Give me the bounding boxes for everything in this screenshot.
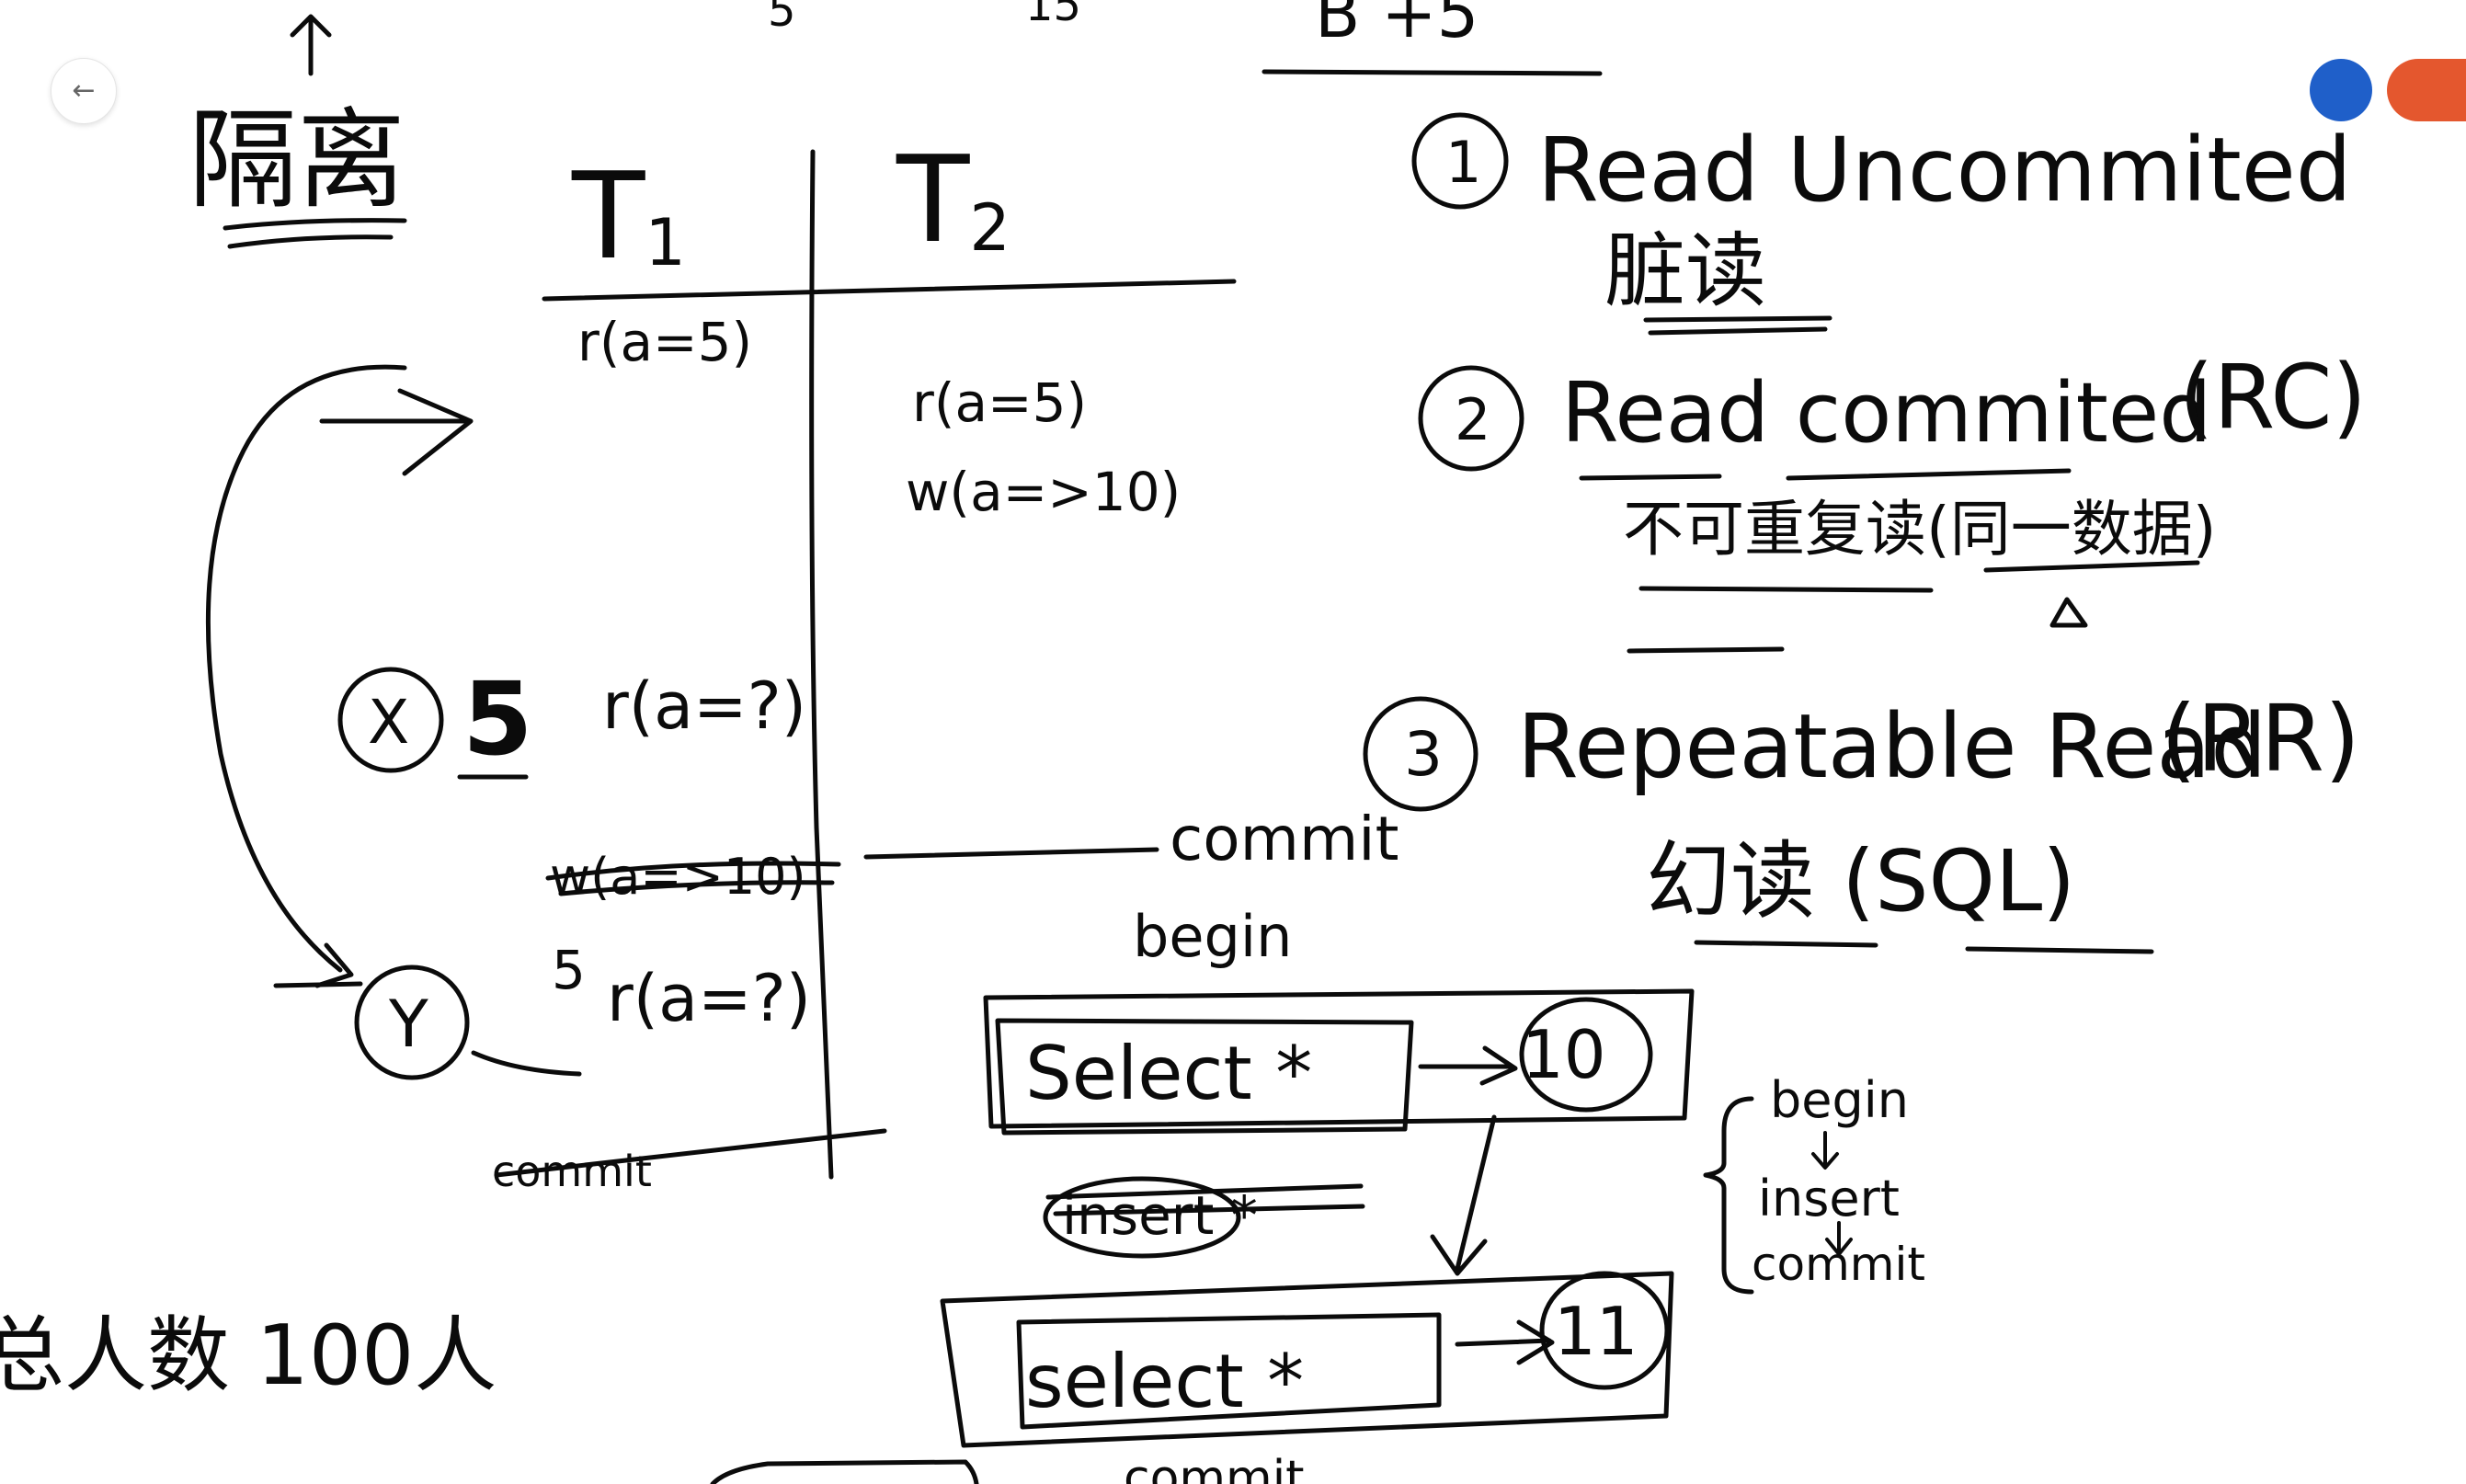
- insert-strikethrough: [1045, 1183, 1365, 1216]
- t1-op-read: r(a=5): [577, 311, 752, 373]
- select-bottom-result-circle: [1539, 1271, 1670, 1390]
- t1-op-read-repeat: r(a=?): [602, 668, 806, 744]
- participant-avatar-1[interactable]: [2310, 59, 2372, 121]
- t1-op-write-struck: w(a=>10): [550, 848, 806, 906]
- select-top-result-circle: [1519, 997, 1653, 1113]
- level-3-abbr: (RR): [2161, 685, 2360, 793]
- option-y-value: 5: [552, 939, 586, 1001]
- option-y-circle: [354, 965, 470, 1080]
- side-arrow-2-icon: [1825, 1221, 1853, 1256]
- down-arrow-icon: [1430, 1114, 1497, 1276]
- select-top-box: [995, 1018, 1414, 1136]
- level-2-name: Read commited: [1561, 365, 2211, 462]
- isolation-underline: [223, 218, 407, 249]
- right-arrow-icon: [319, 388, 474, 476]
- select-bottom-frame: [940, 1271, 1674, 1448]
- level-1-number: 1: [1445, 129, 1481, 196]
- delta-icon: [2049, 597, 2088, 628]
- t2-op-read: r(a=5): [912, 371, 1087, 434]
- level-2-dash: [1627, 646, 1785, 654]
- level-2-issue: 不可重复读(同一数据): [1623, 494, 2217, 565]
- level-1-name: Read Uncommited: [1537, 119, 2352, 222]
- write-strikethrough: [545, 861, 841, 896]
- select-bottom-box: [1016, 1312, 1442, 1430]
- level-3-issue: 幻读 (SQL): [1646, 832, 2075, 930]
- t2-commit: commit: [1170, 804, 1399, 874]
- loop-arrow-icon: [205, 364, 407, 988]
- loop-tail: [273, 981, 363, 988]
- level-2-abbr: (RC): [2179, 346, 2367, 449]
- option-x-value: 5: [462, 660, 533, 778]
- arrow-left-icon: ←: [72, 74, 96, 107]
- top-fragment-b5: B +5: [1315, 0, 1478, 52]
- top-underline: [1262, 69, 1603, 76]
- select-bottom-arrow-icon: [1455, 1319, 1555, 1365]
- select-bottom-result: 11: [1554, 1293, 1638, 1370]
- insert-scribble: [1043, 1176, 1241, 1259]
- level-3-number: 3: [1404, 719, 1443, 790]
- select-top-frame: [983, 988, 1695, 1129]
- begin-label: begin: [1133, 903, 1292, 970]
- level-3-name: Repeatable Read: [1517, 695, 2266, 798]
- top-fragment-15: 15: [1025, 0, 1081, 31]
- select-bottom-text: select *: [1025, 1339, 1304, 1424]
- level-1-issue: 脏读: [1604, 223, 1766, 318]
- t1-commit-rule: [494, 1128, 887, 1178]
- participant-avatars: [2310, 59, 2466, 125]
- level-2-number: 2: [1455, 386, 1490, 453]
- up-arrow-icon: [290, 14, 332, 76]
- t1-header: T1: [571, 146, 686, 286]
- isolation-label: 隔离: [188, 97, 405, 223]
- bottom-arc: [710, 1459, 979, 1484]
- select-top-text: Select *: [1025, 1031, 1312, 1116]
- side-brace: [1703, 1096, 1754, 1295]
- side-step-begin: begin: [1770, 1071, 1909, 1129]
- select-top-arrow-icon: [1418, 1045, 1518, 1086]
- side-arrow-1-icon: [1811, 1131, 1839, 1170]
- back-button[interactable]: ←: [51, 58, 117, 124]
- bottom-commit: commit: [1124, 1451, 1305, 1484]
- level-3-issue-underline: [1694, 940, 2154, 954]
- top-fragment-5: 5: [768, 0, 796, 37]
- table-divider: [809, 149, 834, 1180]
- select-top-result: 10: [1522, 1016, 1606, 1093]
- participant-avatar-2[interactable]: [2387, 59, 2466, 121]
- level-2-circle: [1418, 365, 1524, 472]
- side-step-commit: commit: [1752, 1238, 1925, 1291]
- level-1-circle: [1411, 112, 1509, 210]
- option-x-label: X: [368, 687, 409, 758]
- total-people: 总人数 100人: [0, 1307, 497, 1404]
- option-y-label: Y: [388, 987, 428, 1062]
- option-x-circle: [337, 667, 444, 773]
- t2-header: T2: [896, 130, 1010, 269]
- t2-commit-rule: [863, 847, 1159, 860]
- t1-op-read-second: r(a=?): [607, 961, 811, 1036]
- level-3-circle: [1363, 696, 1478, 812]
- level-2-issue-underline: [1638, 560, 2200, 593]
- t2-op-write: w(a=>10): [906, 461, 1181, 523]
- level-2-underline: [1579, 468, 2072, 481]
- level-1-underline: [1643, 315, 1832, 336]
- side-step-insert: insert: [1758, 1170, 1900, 1227]
- option-y-underline: [471, 1050, 582, 1077]
- table-header-rule: [542, 279, 1237, 302]
